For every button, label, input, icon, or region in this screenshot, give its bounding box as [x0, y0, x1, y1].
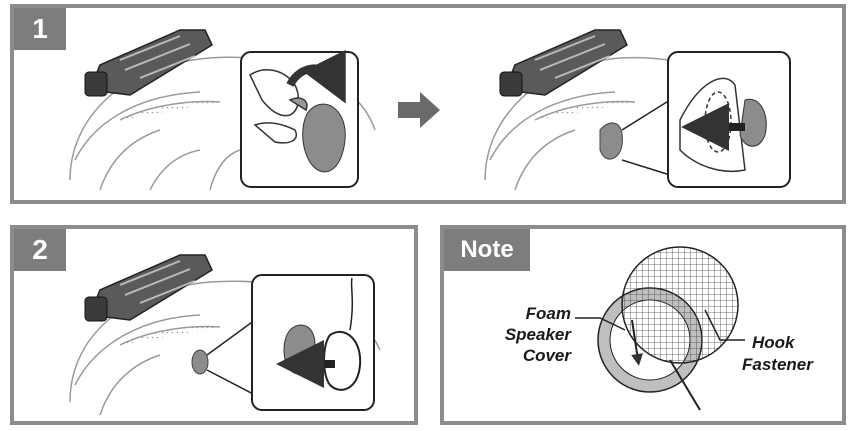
hook-label-line-2: Fastener	[742, 355, 814, 374]
hook-label-line-1: Hook	[752, 333, 796, 352]
foam-label-line-2: Speaker	[505, 325, 573, 344]
inset-attach-speaker	[251, 274, 375, 411]
step-2-number: 2	[32, 234, 48, 265]
foam-label-line-1: Foam	[526, 304, 571, 323]
inset-attach-cover	[667, 51, 791, 188]
step-1-badge: 1	[14, 8, 66, 50]
arrow-right-icon	[398, 92, 440, 128]
note-title: Note	[460, 236, 514, 263]
headset-device-icon	[499, 29, 628, 97]
step-2-badge: 2	[14, 229, 66, 271]
headset-device-icon	[84, 254, 213, 322]
foam-label-line-3: Cover	[523, 346, 573, 365]
foam-speaker-cover-illustration	[575, 246, 745, 411]
inset-remove-cover	[240, 49, 359, 188]
step-1-number: 1	[32, 13, 48, 44]
note-badge: Note	[444, 229, 530, 271]
headset-device-icon	[84, 29, 213, 97]
